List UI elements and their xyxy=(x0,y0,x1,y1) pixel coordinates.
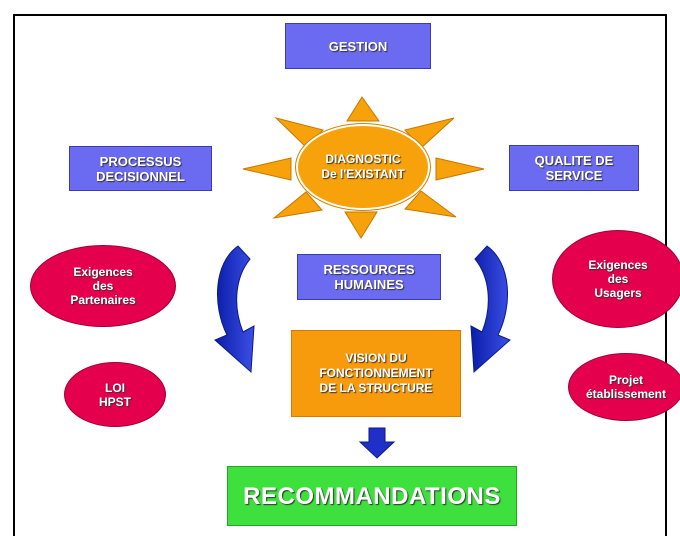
down-arrow xyxy=(358,427,396,459)
sun-ray-bottom-left xyxy=(272,191,323,219)
qualite-de-service-label: QUALITE DE SERVICE xyxy=(534,153,614,183)
diagnostic-sun-core: DIAGNOSTIC De l'EXISTANT xyxy=(296,124,430,210)
loi-hpst-label: LOI HPST xyxy=(98,380,131,409)
processus-decisionnel-label: PROCESSUS DECISIONNEL xyxy=(96,153,185,184)
loi-hpst-ellipse: LOI HPST xyxy=(64,362,166,427)
diagnostic-label: DIAGNOSTIC De l'EXISTANT xyxy=(321,152,405,181)
sun-ray-top xyxy=(346,96,380,122)
gestion-label: GESTION xyxy=(328,38,388,54)
projet-etablissement-label: Projet établissement xyxy=(585,373,667,401)
qualite-de-service-box: QUALITE DE SERVICE xyxy=(509,145,639,191)
sun-ray-left xyxy=(242,157,292,181)
projet-etablissement-ellipse: Projet établissement xyxy=(568,353,680,421)
sun-ray-bottom-right xyxy=(404,190,457,218)
sun-ray-bottom xyxy=(344,211,378,239)
sun-ray-right xyxy=(435,157,485,181)
exigences-usagers-ellipse: Exigences des Usagers xyxy=(552,230,680,328)
ressources-humaines-label: RESSOURCES HUMAINES xyxy=(323,262,415,292)
exigences-usagers-label: Exigences des Usagers xyxy=(588,258,648,300)
left-curved-arrow xyxy=(214,245,255,374)
gestion-box: GESTION xyxy=(285,23,431,69)
vision-label: VISION DU FONCTIONNEMENT DE LA STRUCTURE xyxy=(319,351,433,395)
recommandations-label: RECOMMANDATIONS xyxy=(243,482,501,510)
ressources-humaines-box: RESSOURCES HUMAINES xyxy=(297,254,441,300)
exigences-partenaires-label: Exigences des Partenaires xyxy=(70,265,136,307)
right-curved-arrow xyxy=(470,245,511,374)
processus-decisionnel-box: PROCESSUS DECISIONNEL xyxy=(69,146,212,191)
vision-box: VISION DU FONCTIONNEMENT DE LA STRUCTURE xyxy=(291,330,461,417)
recommandations-box: RECOMMANDATIONS xyxy=(227,466,517,526)
exigences-partenaires-ellipse: Exigences des Partenaires xyxy=(30,245,176,327)
